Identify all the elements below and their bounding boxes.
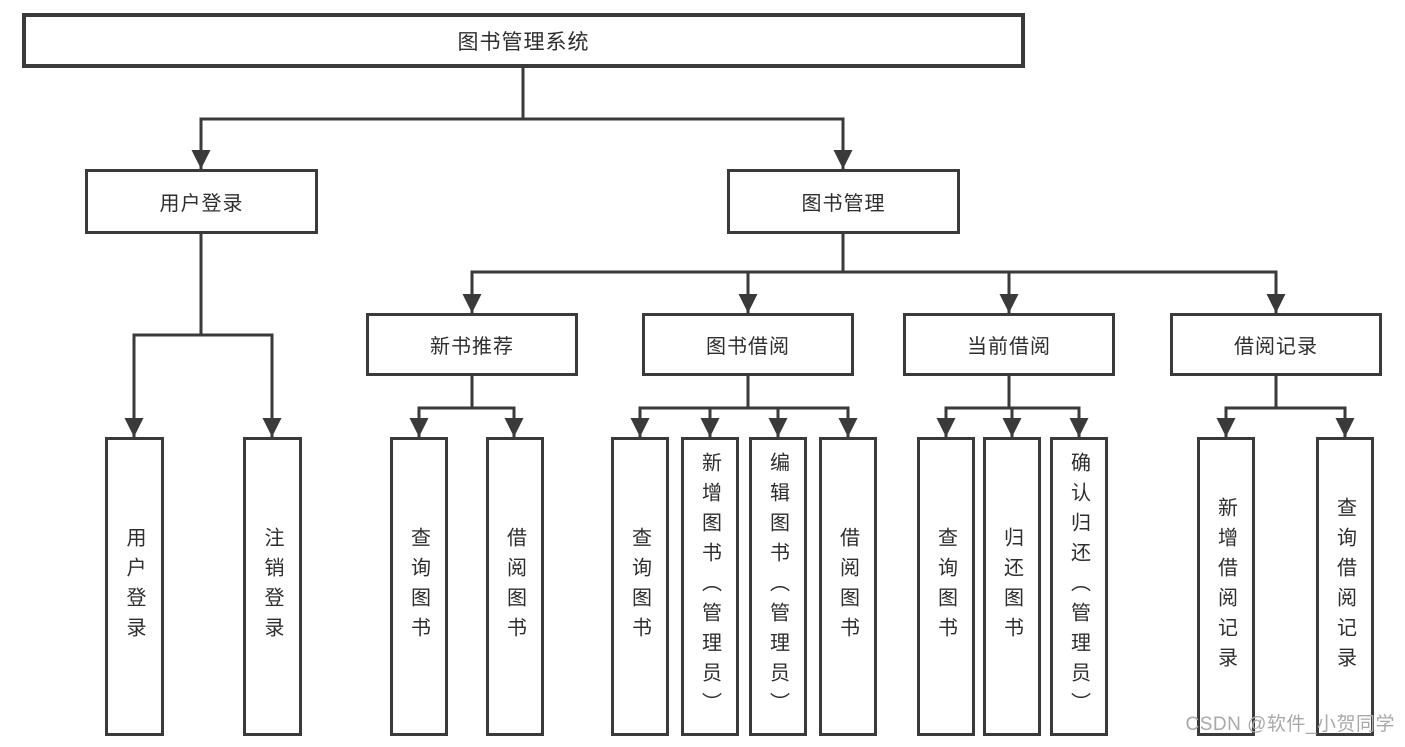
node-borrowing-records: 借阅记录: [1170, 313, 1382, 376]
connector-new-book-recommendation: [409, 374, 524, 437]
connector-borrowing-records: [1216, 374, 1355, 437]
node-new-book-recommendation: 新书推荐: [366, 313, 578, 376]
leaf-edit-books-admin: 编辑图书（管理员）: [749, 437, 807, 736]
leaf-borrow-books-borrowing: 借阅图书: [819, 437, 877, 736]
leaf-query-books-current: 查询图书: [917, 437, 975, 736]
leaf-logout: 注销登录: [243, 437, 302, 736]
leaf-user-login: 用户登录: [105, 437, 164, 736]
node-book-borrowing: 图书借阅: [642, 313, 854, 376]
connector-book-management: [462, 232, 1286, 313]
node-user-login: 用户登录: [85, 169, 318, 234]
leaf-query-books-recommend: 查询图书: [390, 437, 448, 736]
leaf-add-borrow-record: 新增借阅记录: [1197, 437, 1255, 736]
leaf-confirm-return-admin: 确认归还（管理员）: [1050, 437, 1108, 736]
leaf-add-books-admin: 新增图书（管理员）: [681, 437, 739, 736]
connector-book-borrowing: [630, 374, 858, 437]
node-book-management: 图书管理: [727, 169, 960, 234]
connector-current-borrowing: [936, 374, 1089, 437]
connector-root: [191, 66, 853, 169]
leaf-query-borrow-record: 查询借阅记录: [1316, 437, 1374, 736]
leaf-query-books-borrowing: 查询图书: [611, 437, 669, 736]
leaf-return-books: 归还图书: [983, 437, 1041, 736]
leaf-borrow-books-recommend: 借阅图书: [486, 437, 544, 736]
connector-user-login: [124, 232, 282, 437]
node-library-system: 图书管理系统: [22, 13, 1025, 68]
node-current-borrowing: 当前借阅: [903, 313, 1115, 376]
